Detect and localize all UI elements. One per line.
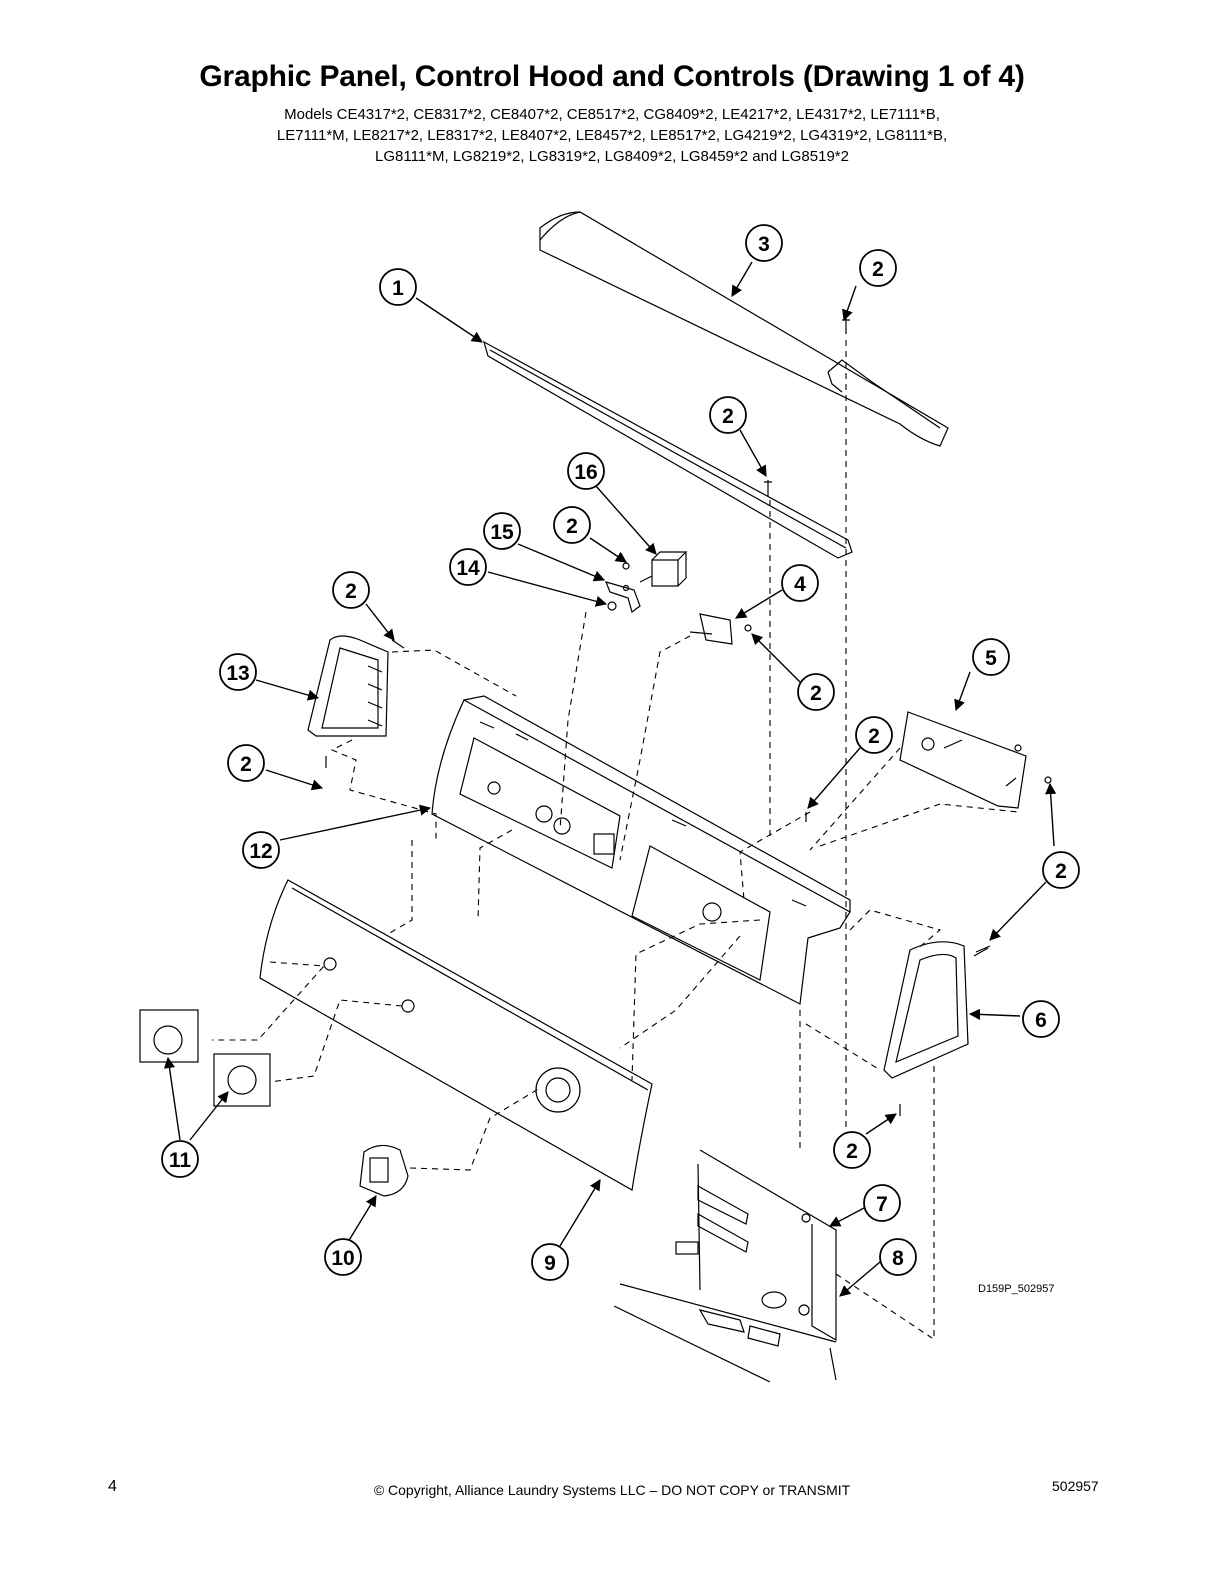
callout-2: 2	[553, 506, 591, 544]
callout-14: 14	[449, 548, 487, 586]
part-knobs	[139, 1009, 271, 1107]
svg-text:2: 2	[846, 1140, 858, 1163]
callout-8: 8	[879, 1238, 917, 1276]
part-switch-mount	[689, 613, 752, 645]
svg-text:1: 1	[392, 277, 404, 300]
svg-text:2: 2	[1055, 860, 1067, 883]
callout-5: 5	[972, 638, 1010, 676]
svg-text:4: 4	[794, 573, 806, 596]
svg-text:12: 12	[249, 840, 272, 863]
part-graphic-panel	[259, 879, 653, 1191]
callout-2: 2	[855, 716, 893, 754]
svg-text:2: 2	[868, 725, 880, 748]
assembly-lines	[212, 340, 1019, 1340]
part-timer	[899, 711, 1027, 809]
svg-text:15: 15	[490, 521, 514, 544]
svg-text:13: 13	[226, 662, 249, 685]
svg-text:2: 2	[872, 258, 884, 281]
models-line: Models CE4317*2, CE8317*2, CE8407*2, CE8…	[284, 106, 940, 123]
callout-2: 2	[833, 1131, 871, 1169]
part-selector-knob	[359, 1144, 409, 1197]
callout-2: 2	[859, 249, 897, 287]
callout-12: 12	[242, 831, 280, 869]
callout-7: 7	[863, 1184, 901, 1222]
svg-text:2: 2	[566, 515, 578, 538]
svg-text:7: 7	[876, 1193, 888, 1216]
svg-text:2: 2	[810, 682, 822, 705]
page-title: Graphic Panel, Control Hood and Controls…	[199, 60, 1025, 93]
leader-arrows	[163, 261, 1057, 1297]
part-bracket	[604, 581, 641, 614]
svg-text:10: 10	[331, 1247, 354, 1270]
callout-6: 6	[1022, 1000, 1060, 1038]
svg-text:11: 11	[169, 1149, 192, 1172]
part-base-console	[613, 1149, 837, 1383]
callout-16: 16	[567, 452, 605, 490]
drawing-code: D159P_502957	[978, 1283, 1054, 1295]
copyright-notice: © Copyright, Alliance Laundry Systems LL…	[373, 1482, 851, 1498]
callout-3: 3	[745, 224, 783, 262]
models-line: LE7111*M, LE8217*2, LE8317*2, LE8407*2, …	[276, 127, 948, 144]
callout-11: 11	[161, 1140, 199, 1178]
part-switch	[639, 551, 688, 587]
part-console-frame	[431, 695, 851, 1005]
screw-fasteners	[622, 318, 1052, 953]
callout-2: 2	[332, 571, 370, 609]
svg-text:2: 2	[240, 753, 252, 776]
part-control-hood-cover	[539, 211, 949, 447]
callout-15: 15	[483, 512, 521, 550]
document-number: 502957	[1052, 1478, 1099, 1494]
callout-2: 2	[227, 744, 265, 782]
models-line: LG8111*M, LG8219*2, LG8319*2, LG8409*2, …	[375, 148, 849, 165]
part-left-end-cap	[307, 635, 405, 768]
svg-text:2: 2	[345, 580, 357, 603]
svg-text:14: 14	[456, 557, 480, 580]
svg-text:9: 9	[544, 1252, 556, 1275]
models-list: Models CE4317*2, CE8317*2, CE8407*2, CE8…	[160, 104, 1064, 167]
callout-9: 9	[531, 1243, 569, 1281]
svg-text:16: 16	[574, 461, 597, 484]
callout-2: 2	[797, 673, 835, 711]
callout-13: 13	[219, 653, 257, 691]
part-trim-strip	[483, 340, 853, 559]
svg-text:6: 6	[1035, 1009, 1047, 1032]
svg-text:3: 3	[758, 233, 770, 256]
svg-text:5: 5	[985, 647, 997, 670]
callout-2: 2	[1042, 851, 1080, 889]
svg-text:2: 2	[722, 405, 734, 428]
part-right-end-cap	[883, 941, 989, 1116]
svg-text:8: 8	[892, 1247, 904, 1270]
callout-2: 2	[709, 396, 747, 434]
callout-10: 10	[324, 1238, 362, 1276]
callout-4: 4	[781, 564, 819, 602]
callout-1: 1	[379, 268, 417, 306]
page-number: 4	[108, 1478, 117, 1495]
callouts: 1 3 2 2 16 2 15 14 4 2 5 13 2 2 2 12 2 6…	[161, 224, 1080, 1281]
